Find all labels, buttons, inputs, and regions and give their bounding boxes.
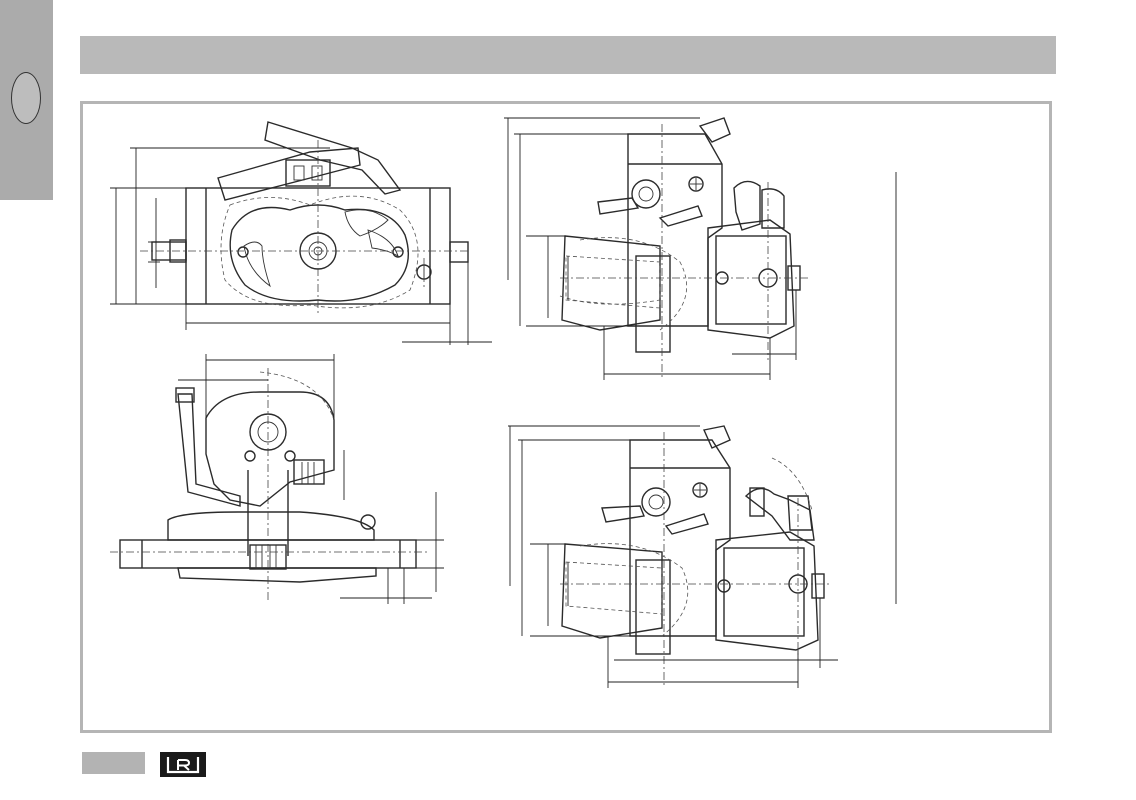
side-view-upper: [504, 117, 810, 380]
front-view: [110, 121, 492, 345]
side-tab: [0, 0, 53, 200]
top-view: [110, 354, 444, 604]
side-view-lower: [508, 425, 838, 688]
brand-logo: [160, 752, 206, 777]
page-number-box: [82, 752, 145, 774]
logo-r-icon: [166, 757, 200, 774]
header-bar: [80, 36, 1056, 74]
side-tab-circle-icon: [11, 72, 41, 124]
